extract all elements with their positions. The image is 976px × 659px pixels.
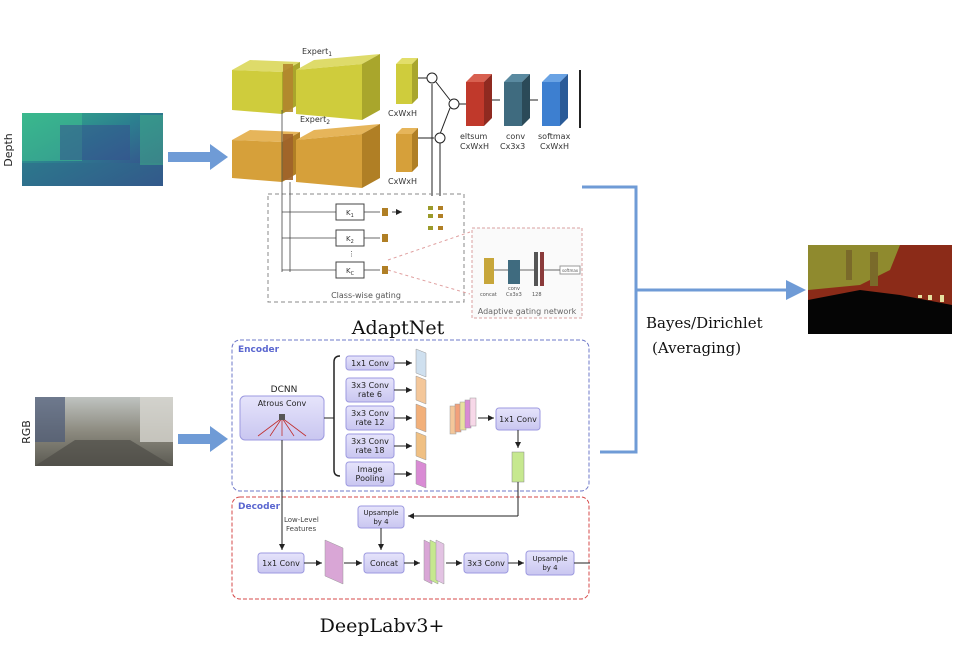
- adaptnet-caption: AdaptNet: [351, 317, 445, 339]
- aspp-branch-label-5: Pooling: [356, 474, 385, 483]
- decoder-concat-stack: [423, 539, 445, 585]
- svg-text:by 4: by 4: [542, 564, 558, 572]
- branch-bracket: [333, 355, 341, 477]
- eltsum-dims: CxWxH: [460, 142, 489, 151]
- k1-box: [335, 203, 365, 221]
- encoder-output-map: [511, 451, 525, 483]
- class-wise-gating-box: [267, 193, 465, 303]
- aspp-feature-map-4: [415, 431, 427, 461]
- fusion-label-line1: Bayes/Dirichlet: [646, 314, 763, 332]
- depth-arrow: [168, 144, 228, 170]
- softmax-label: softmax: [538, 132, 571, 141]
- adaptnet-block: Expert1 Expert2 CxWxH: [232, 47, 583, 339]
- gating-lines: [281, 110, 380, 272]
- k1-label: K1: [346, 209, 354, 219]
- atrous-conv-label: Atrous Conv: [258, 399, 307, 408]
- encoder-label: Encoder: [238, 345, 280, 355]
- sum-node: [448, 98, 460, 110]
- conv-block: [504, 74, 530, 126]
- decoder-box: [231, 496, 590, 600]
- aspp-branch-label-1: 1x1 Conv: [351, 359, 389, 368]
- expert2-feature-map: [396, 128, 418, 172]
- aspp-branch-label-2: 3x3 Conv: [351, 381, 389, 390]
- multiply-node-1: [426, 72, 438, 84]
- class-wise-gating-label: Class-wise gating: [331, 291, 401, 300]
- svg-text:1x1 Conv: 1x1 Conv: [262, 559, 300, 568]
- low-level-label-1: Low-Level: [284, 516, 319, 524]
- rgb-input: RGB: [20, 397, 173, 466]
- fusion-arrow-head: [786, 280, 806, 300]
- svg-text:3x3 Conv: 3x3 Conv: [467, 559, 505, 568]
- aspp-branch-label-5: Image: [357, 465, 382, 474]
- k2-box: [335, 229, 365, 247]
- low-level-label-2: Features: [286, 525, 316, 533]
- aspp-branch-label-2: rate 6: [358, 390, 382, 399]
- eltsum-label: eltsum: [460, 132, 488, 141]
- aspp-feature-map-5: [415, 459, 427, 489]
- rgb-label: RGB: [20, 420, 33, 444]
- expert2-label: Expert2: [300, 115, 330, 126]
- cxwxh-bottom: CxWxH: [388, 177, 417, 186]
- depth-input: Depth: [2, 113, 163, 186]
- conv-dims: Cx3x3: [500, 142, 525, 151]
- rgb-arrow: [178, 426, 228, 452]
- svg-text:Cx3x3: Cx3x3: [506, 292, 522, 298]
- svg-text:Upsample: Upsample: [363, 509, 398, 517]
- aspp-feature-map-3: [415, 403, 427, 433]
- encoder-concat-stack: [449, 397, 477, 435]
- svg-text:concat: concat: [480, 292, 497, 298]
- expert2-encoder-decoder: [232, 124, 380, 188]
- kc-label: KC: [346, 267, 355, 277]
- softmax-dims: CxWxH: [540, 142, 569, 151]
- k2-label: K2: [346, 235, 354, 245]
- aspp-branch-label-4: rate 18: [356, 446, 385, 455]
- aspp-branch-label-4: 3x3 Conv: [351, 437, 389, 446]
- svg-text:1x1 Conv: 1x1 Conv: [499, 415, 537, 424]
- adaptive-gating-content: concat conv Cx3x3 128 softmax: [480, 252, 581, 298]
- decoder-label: Decoder: [238, 502, 281, 512]
- svg-text:by 4: by 4: [373, 518, 389, 526]
- expert1-feature-map: [396, 58, 418, 104]
- atrous-kernel-icon: [257, 414, 307, 437]
- svg-text:softmax: softmax: [562, 268, 579, 273]
- deeplab-encoder: Encoder DCNN Atrous Conv 1x1 Conv 3x3 Con…: [231, 339, 590, 492]
- svg-text:128: 128: [532, 292, 542, 298]
- expert1-label: Expert1: [302, 47, 332, 58]
- svg-text:Concat: Concat: [370, 559, 398, 568]
- conv-label: conv: [506, 132, 525, 141]
- segmentation-output: [808, 245, 952, 334]
- softmax-block: [542, 74, 568, 126]
- dcnn-label: DCNN: [271, 385, 298, 395]
- aspp-branch-label-3: rate 12: [356, 418, 385, 427]
- kc-box: [335, 261, 365, 279]
- aspp-feature-map-1: [415, 348, 427, 378]
- expert1-encoder-decoder: [232, 54, 380, 120]
- svg-text:⋮: ⋮: [348, 250, 355, 258]
- fusion-connector: [582, 185, 790, 454]
- multiply-node-2: [434, 132, 446, 144]
- deeplab-decoder: Decoder Low-Level Features Upsample by 4…: [231, 440, 590, 637]
- gating-connections: [418, 77, 470, 196]
- aspp-feature-map-2: [415, 375, 427, 405]
- eltsum-block: [466, 74, 492, 126]
- svg-text:Upsample: Upsample: [532, 555, 567, 563]
- depth-label: Depth: [2, 133, 15, 167]
- fusion-label-line2: (Averaging): [652, 339, 741, 357]
- cxwxh-top: CxWxH: [388, 109, 417, 118]
- gating-weights: [382, 206, 443, 274]
- deeplab-caption: DeepLabv3+: [320, 615, 445, 637]
- adaptive-gating-label: Adaptive gating network: [478, 307, 577, 316]
- aspp-branch-label-3: 3x3 Conv: [351, 409, 389, 418]
- svg-text:conv: conv: [508, 286, 520, 292]
- decoder-lowlevel-map: [324, 539, 344, 585]
